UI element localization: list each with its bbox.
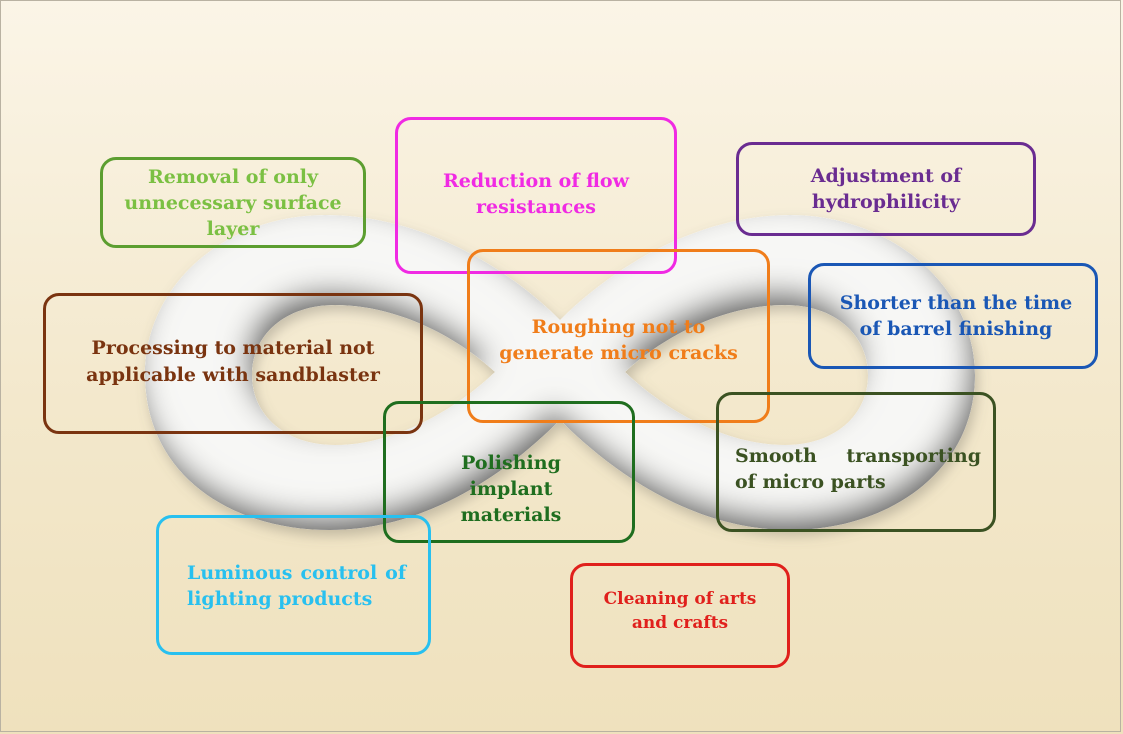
box-hydrophilicity-text: Adjustment of hydrophilicity [810,165,962,214]
box-hydrophilicity: Adjustment of hydrophilicity [736,142,1036,236]
box-flow-resistance-text: Reduction of flow resistances [443,170,629,219]
box-lighting-text: Luminous control of lighting products [187,562,406,611]
box-barrel-finishing-text: Shorter than the time of barrel finishin… [839,291,1073,340]
box-removal-surface-layer-text: Removal of only unnecessary surface laye… [124,166,342,241]
box-roughing: Roughing not to generate micro cracks [467,249,770,423]
box-arts-crafts-text: Cleaning of arts and crafts [603,589,757,633]
box-implant-text: Polishing implant materials [460,452,562,527]
box-removal-surface-layer: Removal of only unnecessary surface laye… [100,157,366,248]
box-roughing-text: Roughing not to generate micro cracks [499,316,738,365]
box-micro-parts-text: Smooth transporting of micro parts [735,445,981,494]
box-arts-crafts: Cleaning of arts and crafts [570,563,790,668]
box-implant: Polishing implant materials [383,401,635,543]
box-micro-parts: Smooth transporting of micro parts [716,392,996,532]
box-lighting: Luminous control of lighting products [156,515,431,655]
box-sandblaster-text: Processing to material not applicable wi… [86,337,380,386]
box-sandblaster: Processing to material not applicable wi… [43,293,423,434]
box-flow-resistance: Reduction of flow resistances [395,117,677,274]
box-barrel-finishing: Shorter than the time of barrel finishin… [808,263,1098,369]
